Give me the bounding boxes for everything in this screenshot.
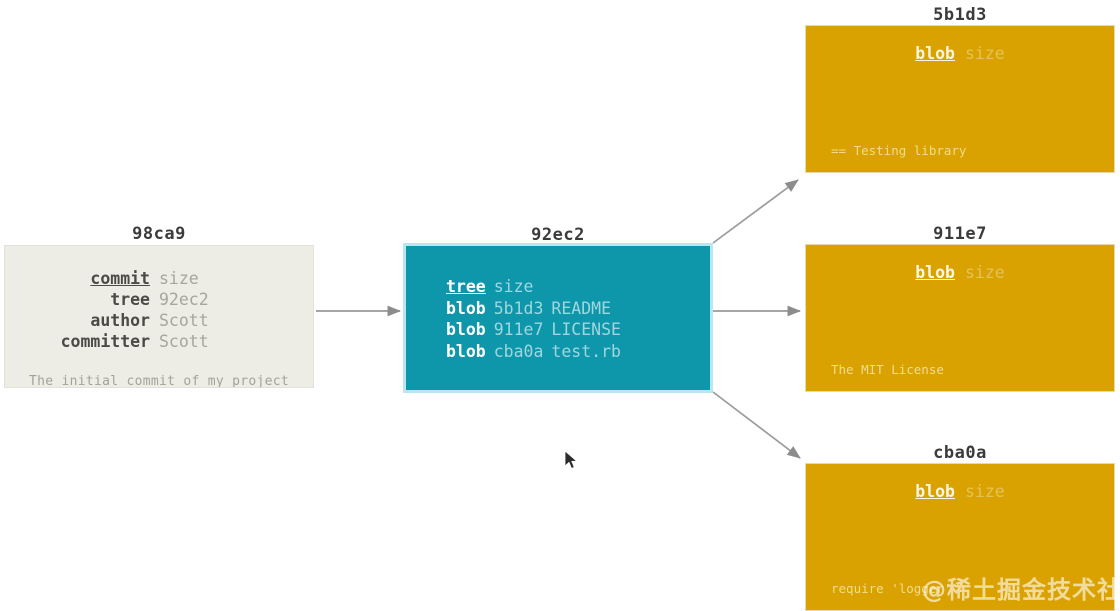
blob-node-911e7: blob size The MIT License Copyright (c) 2… xyxy=(805,244,1115,392)
arrow-tree-to-blob-cba0a xyxy=(712,391,801,459)
blob-header: blob size xyxy=(806,263,1114,282)
tree-entry-name: README xyxy=(551,298,612,318)
commit-field-value: size xyxy=(159,269,199,288)
blob-paragraph: The MIT License xyxy=(831,330,1114,391)
commit-field-value: 92ec2 xyxy=(159,290,209,309)
blob-type-label: blob xyxy=(915,44,955,63)
blob-id-label-5b1d3: 5b1d3 xyxy=(933,5,987,25)
blob-paragraph: == Testing library xyxy=(831,111,1114,172)
tree-entry-hash: 5b1d3 xyxy=(493,298,544,318)
commit-field-value: Scott xyxy=(159,332,209,351)
commit-id-label: 98ca9 xyxy=(132,224,186,244)
tree-entry-name: test.rb xyxy=(551,341,621,361)
blob-header: blob size xyxy=(806,44,1114,63)
tree-entry-hash: cba0a xyxy=(493,341,544,361)
blob-id-label-cba0a: cba0a xyxy=(933,443,987,463)
arrow-tree-to-blob-5b1d3 xyxy=(712,179,799,244)
commit-row: commit size xyxy=(5,268,313,289)
commit-row: tree 92ec2 xyxy=(5,289,313,310)
blob-line: The MIT License xyxy=(831,362,944,377)
tree-entry: tree size xyxy=(446,276,710,298)
blob-size-label: size xyxy=(965,263,1005,282)
watermark: @稀土掘金技术社区 xyxy=(922,576,1120,604)
tree-entry-type: tree xyxy=(446,277,486,296)
tree-entry-hash: 911e7 xyxy=(493,320,544,339)
commit-field-key: committer xyxy=(60,332,150,351)
tree-entry-name: LICENSE xyxy=(551,320,621,339)
blob-line: require 'logger' xyxy=(831,581,952,596)
mouse-cursor xyxy=(564,450,578,470)
blob-size-label: size xyxy=(965,482,1005,501)
tree-entry: blob 911e7 LICENSE xyxy=(446,319,710,341)
commit-field-key: author xyxy=(90,311,150,330)
tree-entry-list: tree size blob 5b1d3 README blob 911e7 LICENS… xyxy=(446,276,710,362)
commit-field-value: Scott xyxy=(159,311,209,330)
blob-type-label: blob xyxy=(915,482,955,501)
blob-node-5b1d3: blob size == Testing library This library… xyxy=(805,25,1115,173)
blob-paragraph: require 'logger' require 'test/unit' xyxy=(831,549,1114,610)
blob-type-label: blob xyxy=(915,263,955,282)
commit-row: committer Scott xyxy=(5,331,313,352)
tree-entry: blob 5b1d3 README xyxy=(446,298,710,320)
blob-id-label-911e7: 911e7 xyxy=(933,224,987,244)
blob-content: The MIT License Copyright (c) 2008 Scott… xyxy=(806,298,1114,391)
commit-message: The initial commit of my project xyxy=(28,374,290,388)
blob-node-cba0a: blob size require 'logger' require 'test/… xyxy=(805,463,1115,611)
tree-entry-hash: size xyxy=(493,277,534,296)
commit-field-key: commit xyxy=(90,269,150,288)
blob-content: == Testing library This library is used … xyxy=(806,79,1114,172)
commit-field-key: tree xyxy=(110,290,150,309)
tree-id-label: 92ec2 xyxy=(531,225,585,245)
commit-fields-table: commit size tree 92ec2 author Scott comm… xyxy=(5,268,313,352)
tree-entry-type: blob xyxy=(446,298,486,318)
blob-size-label: size xyxy=(965,44,1005,63)
tree-node: tree size blob 5b1d3 README blob 911e7 LICENS… xyxy=(403,243,713,393)
blob-line: == Testing library xyxy=(831,143,967,158)
blob-header: blob size xyxy=(806,482,1114,501)
tree-entry: blob cba0a test.rb xyxy=(446,341,710,363)
commit-node: commit size tree 92ec2 author Scott comm… xyxy=(4,245,314,388)
tree-entry-type: blob xyxy=(446,320,486,339)
commit-row: author Scott xyxy=(5,310,313,331)
tree-entry-type: blob xyxy=(446,341,486,361)
blob-content: require 'logger' require 'test/unit' cla… xyxy=(806,517,1114,610)
